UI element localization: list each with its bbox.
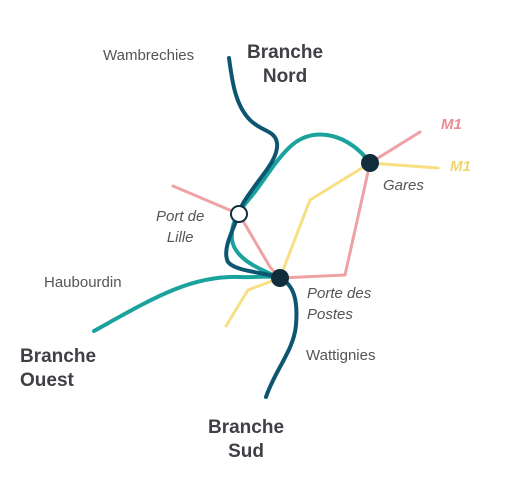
branche-sud-line2: Sud bbox=[228, 441, 264, 462]
station-porte-des-postes bbox=[271, 269, 289, 287]
dark-blue-tram-line bbox=[224, 56, 299, 399]
label-haubourdin: Haubourdin bbox=[44, 274, 122, 291]
m1-yellow-line bbox=[224, 161, 440, 328]
label-m1-pink: M1 bbox=[441, 116, 462, 133]
port-de-lille-line1: Port de bbox=[156, 208, 205, 225]
label-wattignies: Wattignies bbox=[306, 347, 376, 364]
station-gares bbox=[361, 154, 379, 172]
teal-tram-line bbox=[92, 132, 372, 333]
porte-des-postes-line1: Porte des bbox=[307, 285, 372, 302]
branche-nord-line2: Nord bbox=[262, 66, 308, 87]
branche-ouest-line2: Ouest bbox=[20, 370, 74, 391]
station-port-de-lille bbox=[230, 205, 248, 223]
label-gares: Gares bbox=[383, 177, 424, 194]
label-branche-ouest: Branche Ouest bbox=[20, 345, 96, 393]
label-wambrechies: Wambrechies bbox=[103, 47, 195, 64]
label-port-de-lille: Port de Lille bbox=[156, 206, 204, 248]
m1-pink-line bbox=[171, 130, 422, 280]
porte-des-postes-line2: Postes bbox=[307, 306, 353, 323]
branche-nord-line1: Branche bbox=[247, 42, 324, 63]
branche-sud-line1: Branche bbox=[208, 417, 285, 438]
label-m1-yellow: M1 bbox=[450, 158, 471, 175]
branche-ouest-line1: Branche bbox=[20, 346, 97, 367]
port-de-lille-line2: Lille bbox=[166, 229, 194, 246]
label-branche-nord: Branche Nord bbox=[247, 41, 323, 89]
label-porte-des-postes: Porte des Postes bbox=[307, 283, 371, 325]
label-branche-sud: Branche Sud bbox=[208, 416, 284, 464]
